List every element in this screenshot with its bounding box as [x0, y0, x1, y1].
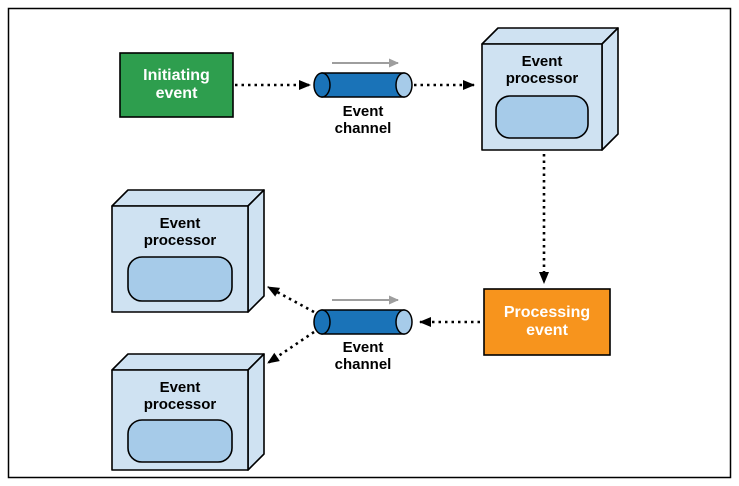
event-channel-cylinder-top: [313, 58, 413, 98]
event-processor-cube-top-right: [481, 27, 619, 151]
processor-panel: [127, 419, 233, 463]
cube-right-face: [247, 353, 265, 471]
initiating-event-box: [119, 52, 234, 118]
cube-top-face: [111, 189, 265, 207]
processor-panel: [127, 256, 233, 302]
event-channel-cylinder-bottom: [313, 295, 413, 335]
processing-event-box: [483, 288, 611, 356]
channel-cap: [395, 309, 413, 335]
figure-border: [7, 7, 732, 479]
channel-body: [321, 72, 405, 98]
channel-left-end: [313, 72, 331, 98]
event-processor-cube-upper-left: [111, 189, 265, 313]
cube-top-face: [481, 27, 619, 45]
event-processor-cube-lower-left: [111, 353, 265, 471]
cube-top-face: [111, 353, 265, 371]
arrow-channel-to-upper-left-processor: [267, 285, 315, 314]
arrow-channel-to-lower-left-processor: [267, 330, 315, 365]
cube-right-face: [247, 189, 265, 313]
channel-left-end: [313, 309, 331, 335]
channel-body: [321, 309, 405, 335]
channel-cap: [395, 72, 413, 98]
processor-panel: [495, 95, 589, 139]
cube-right-face: [601, 27, 619, 151]
